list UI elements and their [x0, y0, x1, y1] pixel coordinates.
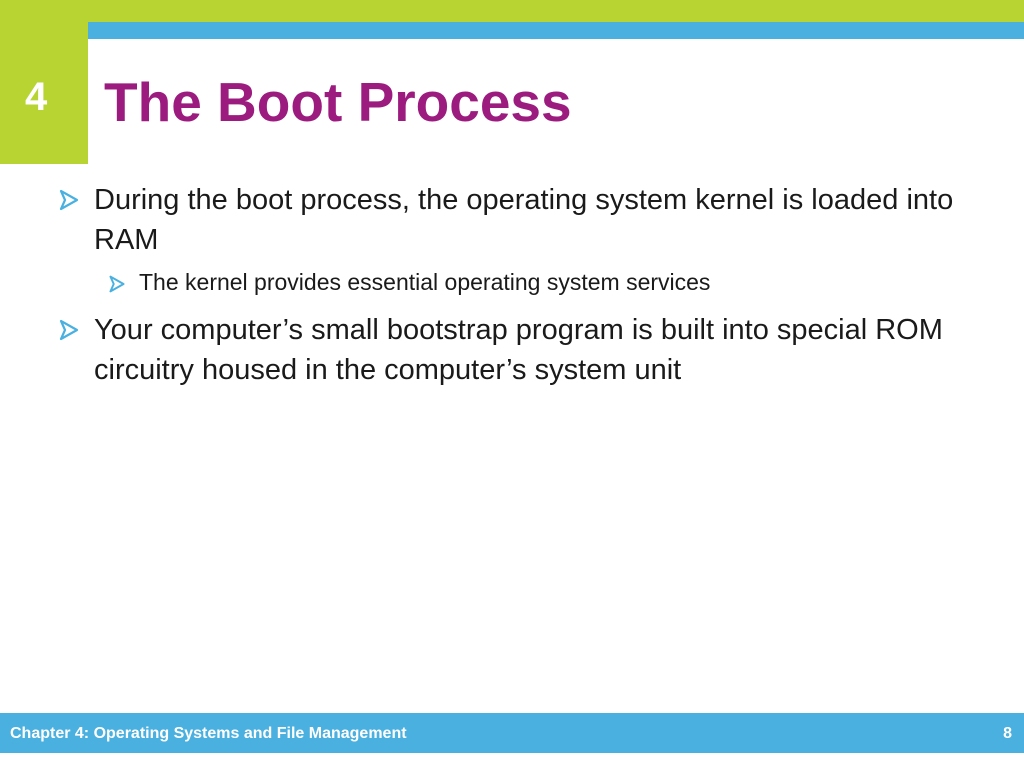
chapter-number-box: 4 — [0, 22, 88, 164]
bullet-text: Your computer’s small bootstrap program … — [94, 314, 943, 386]
slide-title: The Boot Process — [104, 71, 572, 133]
bullet-text: During the boot process, the operating s… — [94, 184, 954, 256]
sub-bullet-text: The kernel provides essential operating … — [139, 269, 711, 295]
arrow-bullet-icon — [58, 189, 80, 211]
footer-bar: Chapter 4: Operating Systems and File Ma… — [0, 713, 1024, 753]
top-accent-bar-blue — [88, 22, 1024, 39]
slide-page-number: 8 — [1003, 725, 1012, 742]
chapter-number: 4 — [25, 75, 48, 119]
footer-chapter-label: Chapter 4: Operating Systems and File Ma… — [10, 725, 407, 742]
sub-bullet-item: The kernel provides essential operating … — [108, 267, 988, 297]
top-accent-bar-green — [0, 0, 1024, 22]
bullet-item: Your computer’s small bootstrap program … — [58, 310, 1018, 390]
arrow-bullet-icon — [108, 275, 126, 293]
bullet-item: During the boot process, the operating s… — [58, 180, 998, 260]
arrow-bullet-icon — [58, 319, 80, 341]
